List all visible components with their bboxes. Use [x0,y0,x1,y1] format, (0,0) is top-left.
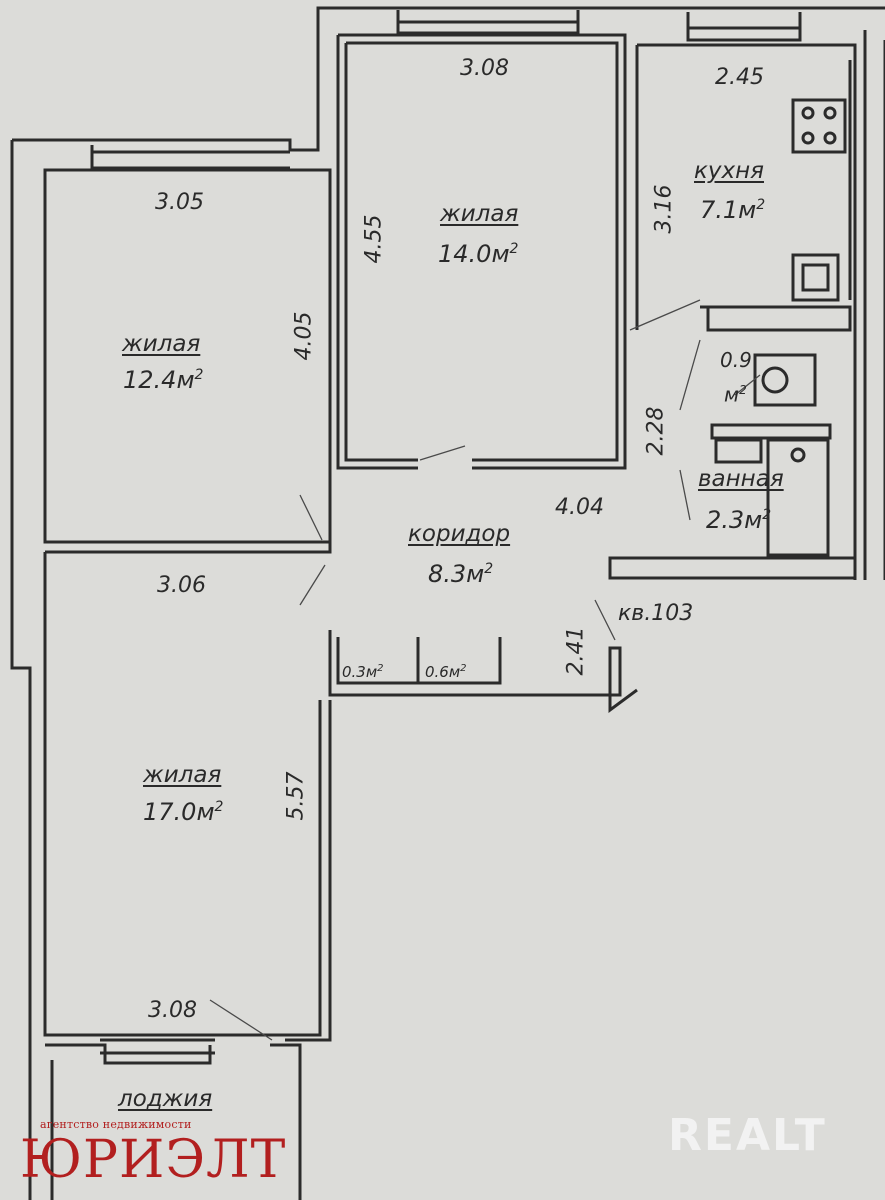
room-name-left-bottom: жилая [143,762,222,788]
wall-corridor [328,630,638,713]
room-name-corridor: коридор [408,521,511,547]
outer-wall [10,6,885,1200]
apartment-number: кв.103 [618,601,694,626]
wall-wc-bath [710,423,832,440]
room-outline-kitchen [635,43,857,580]
wall-kitchen-right [848,30,867,580]
agency-logo-watermark: ЮРИЭЛТ [20,1130,287,1190]
realt-logo-watermark: REALT [668,1110,827,1161]
wc-area-value: 0.9 [720,348,752,372]
dim-center-height: 4.55 [361,214,387,264]
room-name-bathroom: ванная [698,466,784,492]
room-inner-bedroom-center [344,41,619,462]
dim-center-width: 3.08 [460,56,509,81]
dim-kitchen-width: 2.45 [715,65,764,90]
window-loggia [100,1038,215,1055]
window-kitchen [686,12,802,42]
toilet-box [753,353,817,407]
kitchen-sink [791,253,840,302]
wc-area-unit: м2 [724,382,747,407]
room-area-center: 14.0м2 [438,240,519,268]
dim-left-top-width: 3.05 [155,190,204,215]
agency-tagline-watermark: агентство недвижимости [40,1118,192,1131]
room-area-kitchen: 7.1м2 [700,196,766,224]
dim-loggia-width: 3.08 [148,998,197,1023]
bath-sink [714,438,763,464]
room-outline-bedroom-center [336,33,627,470]
room-name-loggia: лоджия [118,1086,213,1112]
room-outline-bedroom-left-bottom [43,540,332,1037]
stove [791,98,847,154]
dim-bathroom-height: 2.28 [643,406,669,456]
closet-2-area: 0.6м2 [425,663,467,681]
closet-row [336,637,502,685]
wall-wc [700,305,852,332]
room-area-bathroom: 2.3м2 [706,506,772,534]
window-center [396,10,580,35]
dim-corridor-width: 4.04 [555,495,604,520]
loggia-outline [45,1043,302,1200]
room-area-left-bottom: 17.0м2 [143,798,224,826]
dim-left-top-height: 4.05 [291,311,317,361]
wall-left-bottom-inner [285,700,332,1042]
room-area-left-top: 12.4м2 [123,366,204,394]
room-name-left-top: жилая [122,331,201,357]
window-left-top [90,145,290,170]
room-area-corridor: 8.3м2 [428,560,494,588]
room-name-kitchen: кухня [694,158,764,184]
dim-left-bottom-width: 3.06 [157,573,206,598]
closet-1-area: 0.3м2 [342,663,384,681]
room-name-center: жилая [440,201,519,227]
wall-bathroom-bottom [608,556,857,580]
room-outline-bedroom-left-top [43,168,332,544]
dim-corridor-depth: 2.41 [563,626,589,676]
bathtub [766,438,830,557]
dim-kitchen-height: 3.16 [651,184,677,234]
dim-left-bottom-height: 5.57 [283,771,309,821]
